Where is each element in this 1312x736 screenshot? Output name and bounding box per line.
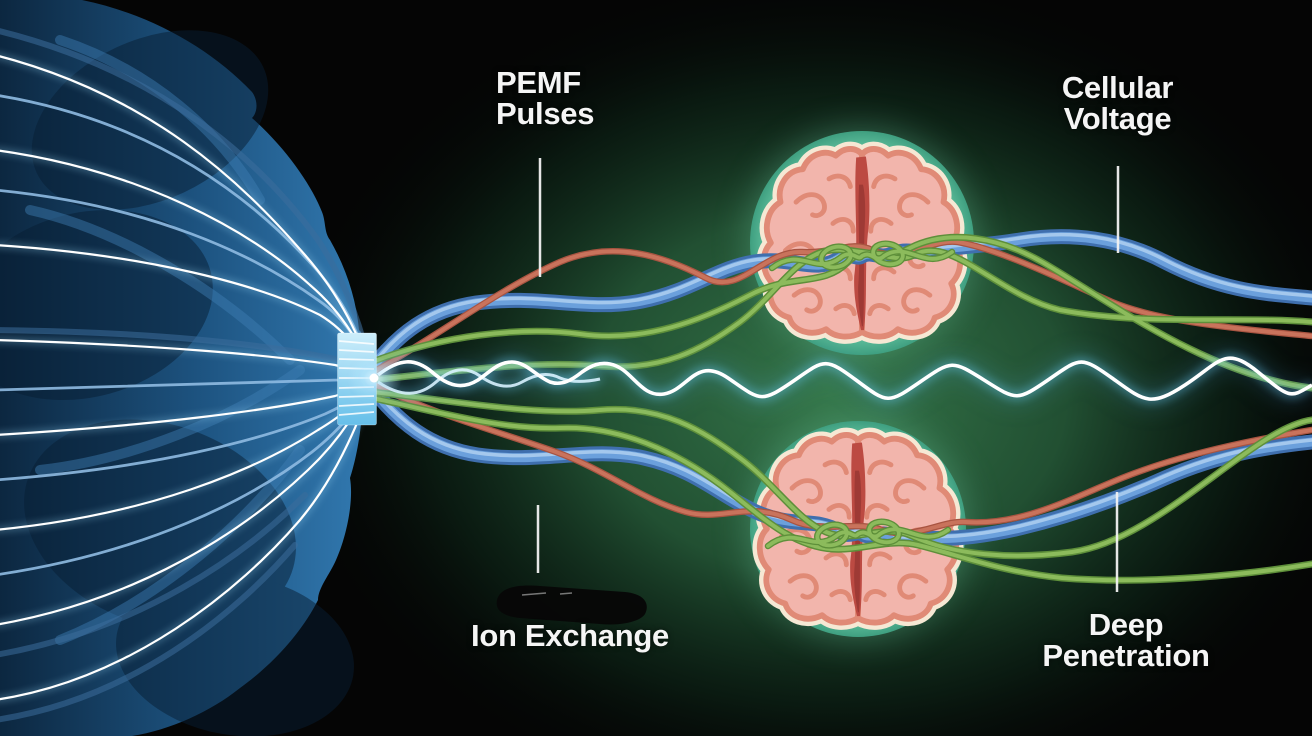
cellular-voltage-line1: Cellular [1061, 70, 1174, 105]
deep-penetration-label: Deep Penetration [1022, 609, 1230, 671]
deep-penetration-line1: Deep [1088, 607, 1164, 642]
pemf-pulses-line2: Pulses [496, 96, 595, 131]
ion-exchange-label: Ion Exchange [471, 620, 669, 651]
dark-smudge [496, 585, 647, 625]
electromagnetic-wave [376, 356, 1312, 401]
callout-lines [536, 158, 1120, 592]
pemf-pulses-label: PEMF Pulses [496, 67, 594, 129]
deep-penetration-line2: Penetration [1042, 638, 1210, 673]
cellular-voltage-line2: Voltage [1063, 101, 1172, 136]
cellular-voltage-label: Cellular Voltage [1015, 72, 1220, 134]
green-cables [368, 233, 1312, 584]
pulse-connector-block [337, 332, 402, 426]
pemf-pulses-line1: PEMF [496, 65, 581, 100]
ion-exchange-line1: Ion Exchange [471, 618, 669, 653]
cable-knots [764, 240, 956, 550]
